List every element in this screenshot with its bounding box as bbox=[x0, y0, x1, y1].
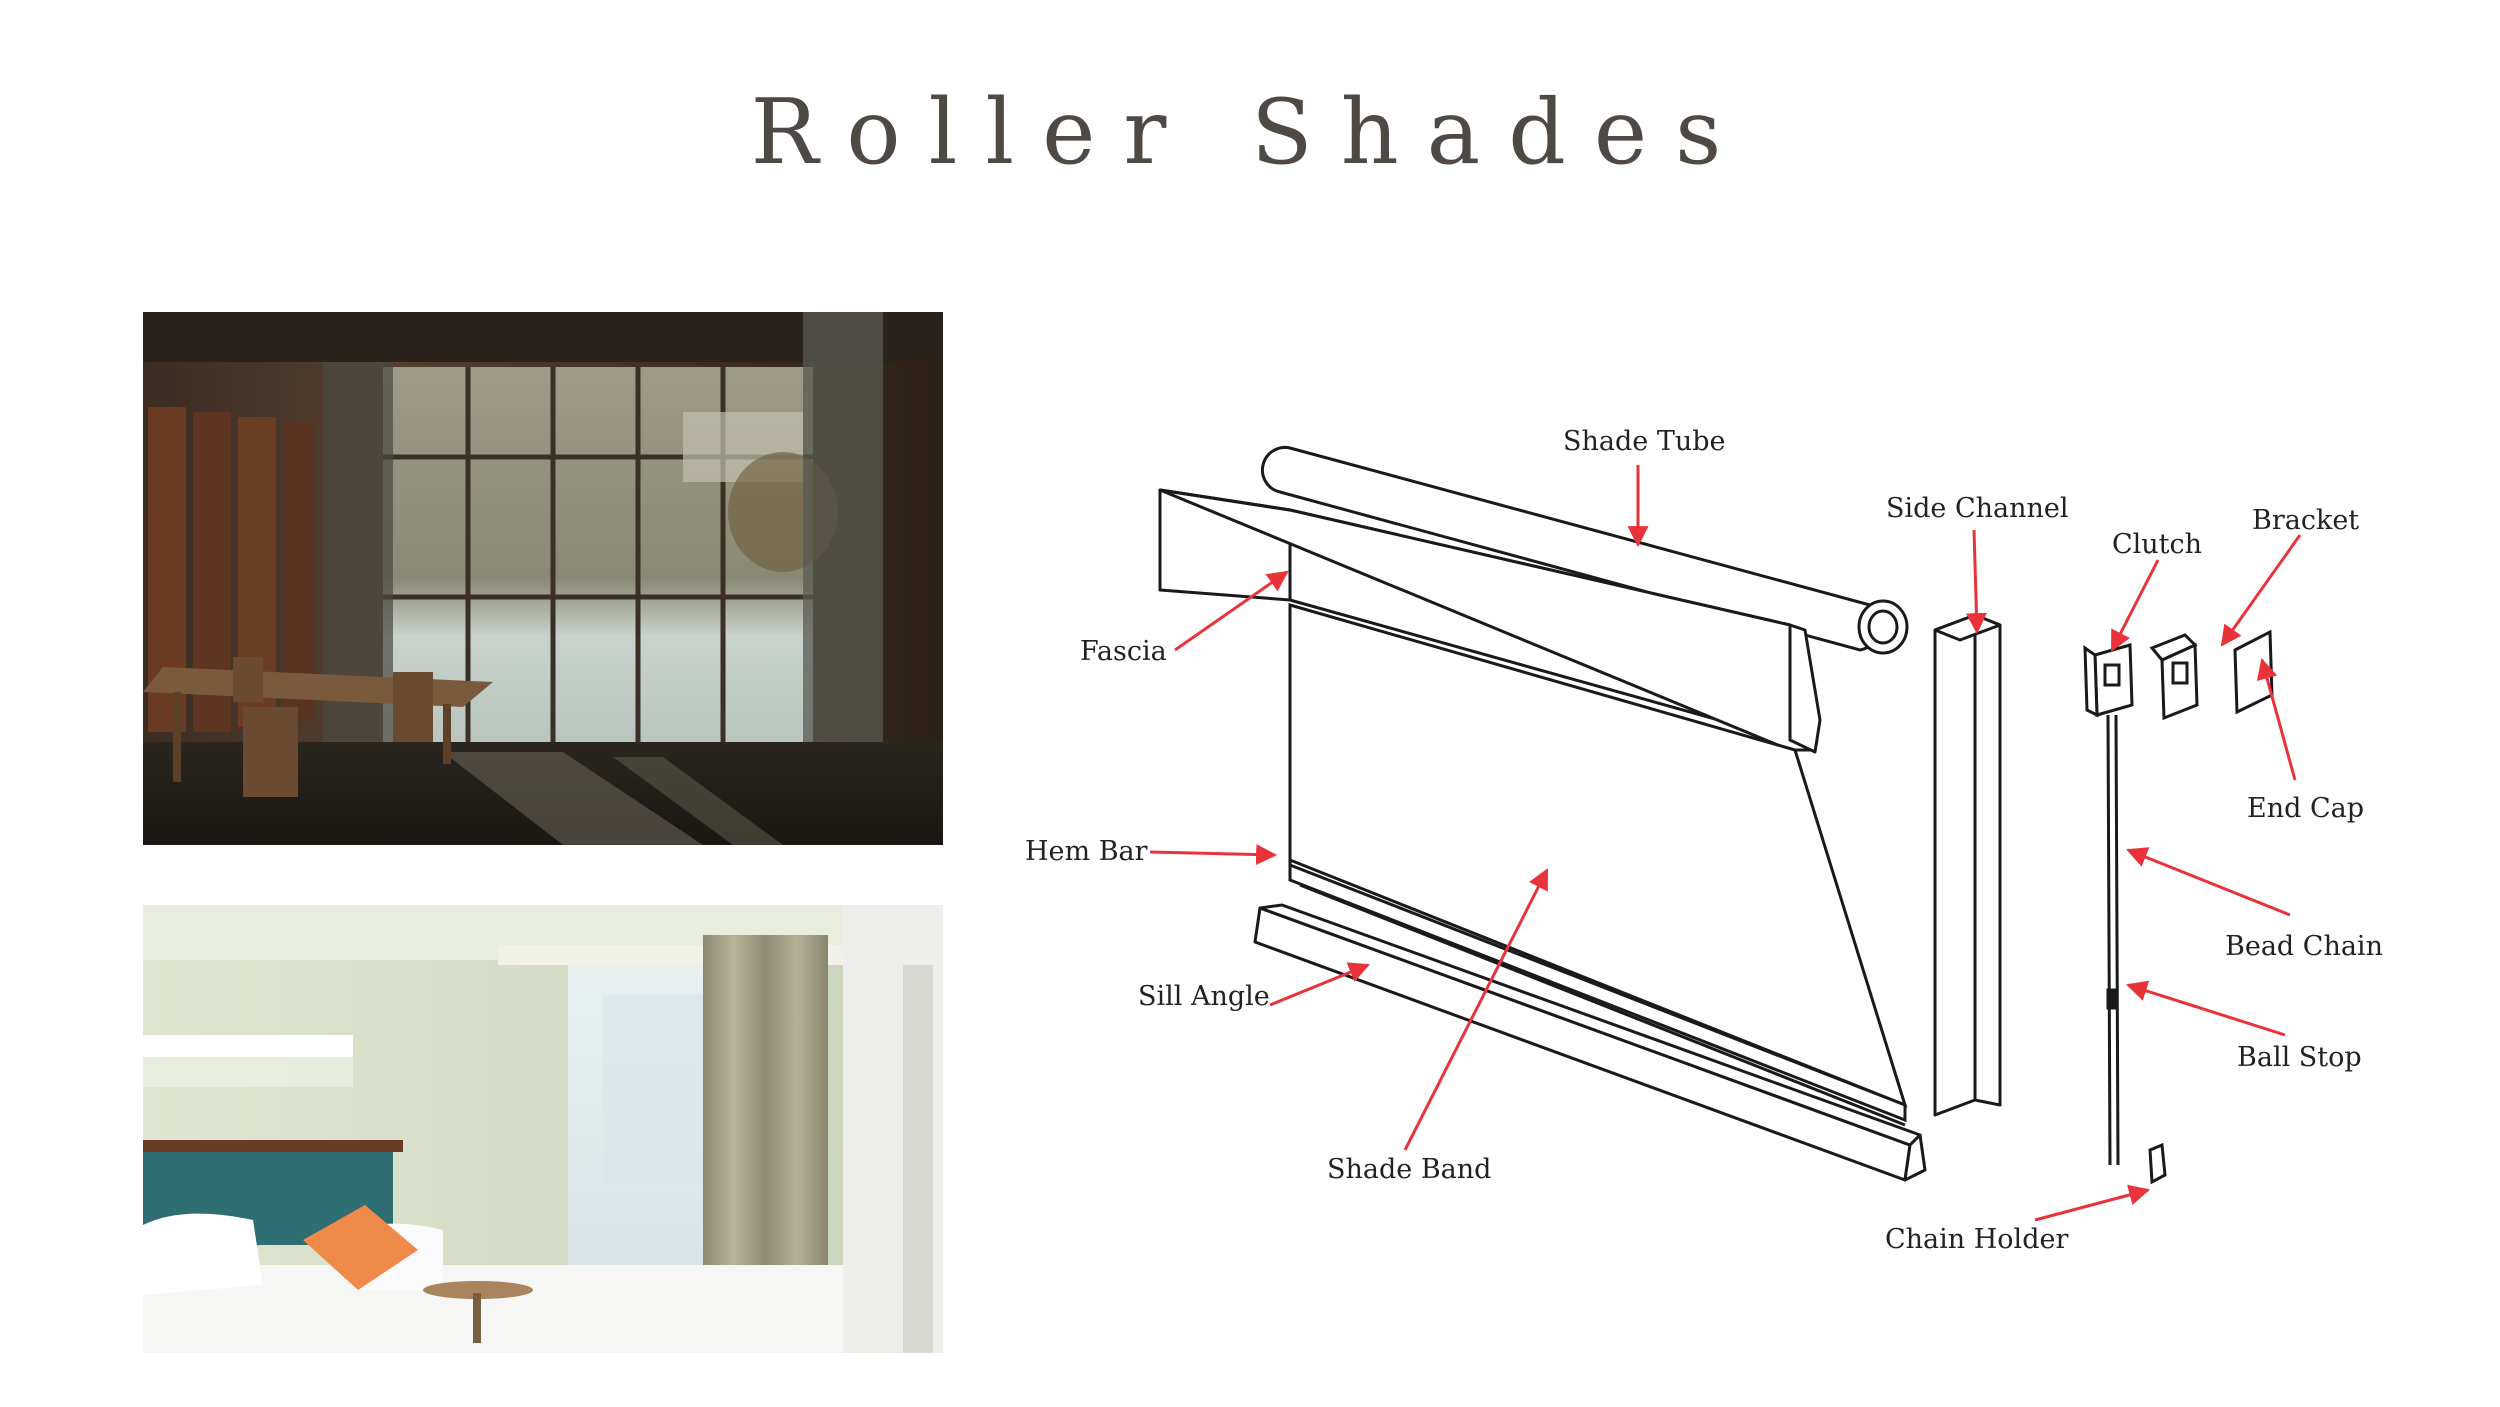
side-channel-shape bbox=[1933, 613, 2002, 1117]
arrow-fascia bbox=[1174, 570, 1289, 652]
arrow-hem-bar bbox=[1149, 844, 1278, 866]
roller-shade-diagram: Shade Tube Side Channel Clutch Bracket F… bbox=[990, 360, 2500, 1320]
label-bracket: Bracket bbox=[2252, 505, 2359, 536]
arrow-sill-angle bbox=[1269, 962, 1370, 1007]
page-title: Roller Shades bbox=[750, 80, 1750, 185]
bedroom-photo bbox=[143, 905, 943, 1353]
arrow-end-cap bbox=[2256, 657, 2297, 781]
label-shade-band: Shade Band bbox=[1327, 1154, 1491, 1185]
label-hem-bar: Hem Bar bbox=[1025, 836, 1148, 867]
arrow-ball-stop bbox=[2125, 980, 2286, 1037]
fascia-shape bbox=[1158, 488, 1822, 754]
bracket-shape bbox=[2149, 633, 2199, 721]
clutch-shape bbox=[2083, 643, 2134, 718]
label-chain-holder: Chain Holder bbox=[1885, 1224, 2068, 1255]
label-side-channel: Side Channel bbox=[1886, 493, 2069, 524]
label-ball-stop: Ball Stop bbox=[2237, 1042, 2362, 1073]
label-shade-tube: Shade Tube bbox=[1563, 426, 1726, 457]
arrow-bead-chain bbox=[2126, 847, 2291, 917]
chain-holder-shape bbox=[2148, 1142, 2167, 1185]
sill-angle-shape bbox=[1253, 903, 1927, 1182]
label-fascia: Fascia bbox=[1080, 636, 1167, 667]
arrow-side-channel bbox=[1965, 529, 1987, 635]
arrow-chain-holder bbox=[2034, 1184, 2151, 1222]
arrow-clutch bbox=[2110, 559, 2160, 652]
label-sill-angle: Sill Angle bbox=[1138, 981, 1270, 1012]
arrow-bracket bbox=[2220, 534, 2302, 647]
label-bead-chain: Bead Chain bbox=[2225, 931, 2383, 962]
bead-chain-shape bbox=[2106, 714, 2120, 1166]
label-end-cap: End Cap bbox=[2247, 793, 2364, 824]
shade-tube-shape bbox=[1260, 445, 1909, 655]
dining-room-photo bbox=[143, 312, 943, 845]
label-clutch: Clutch bbox=[2112, 529, 2202, 560]
arrow-shade-band bbox=[1403, 868, 1549, 1151]
shade-band-shape bbox=[1288, 603, 1908, 1127]
